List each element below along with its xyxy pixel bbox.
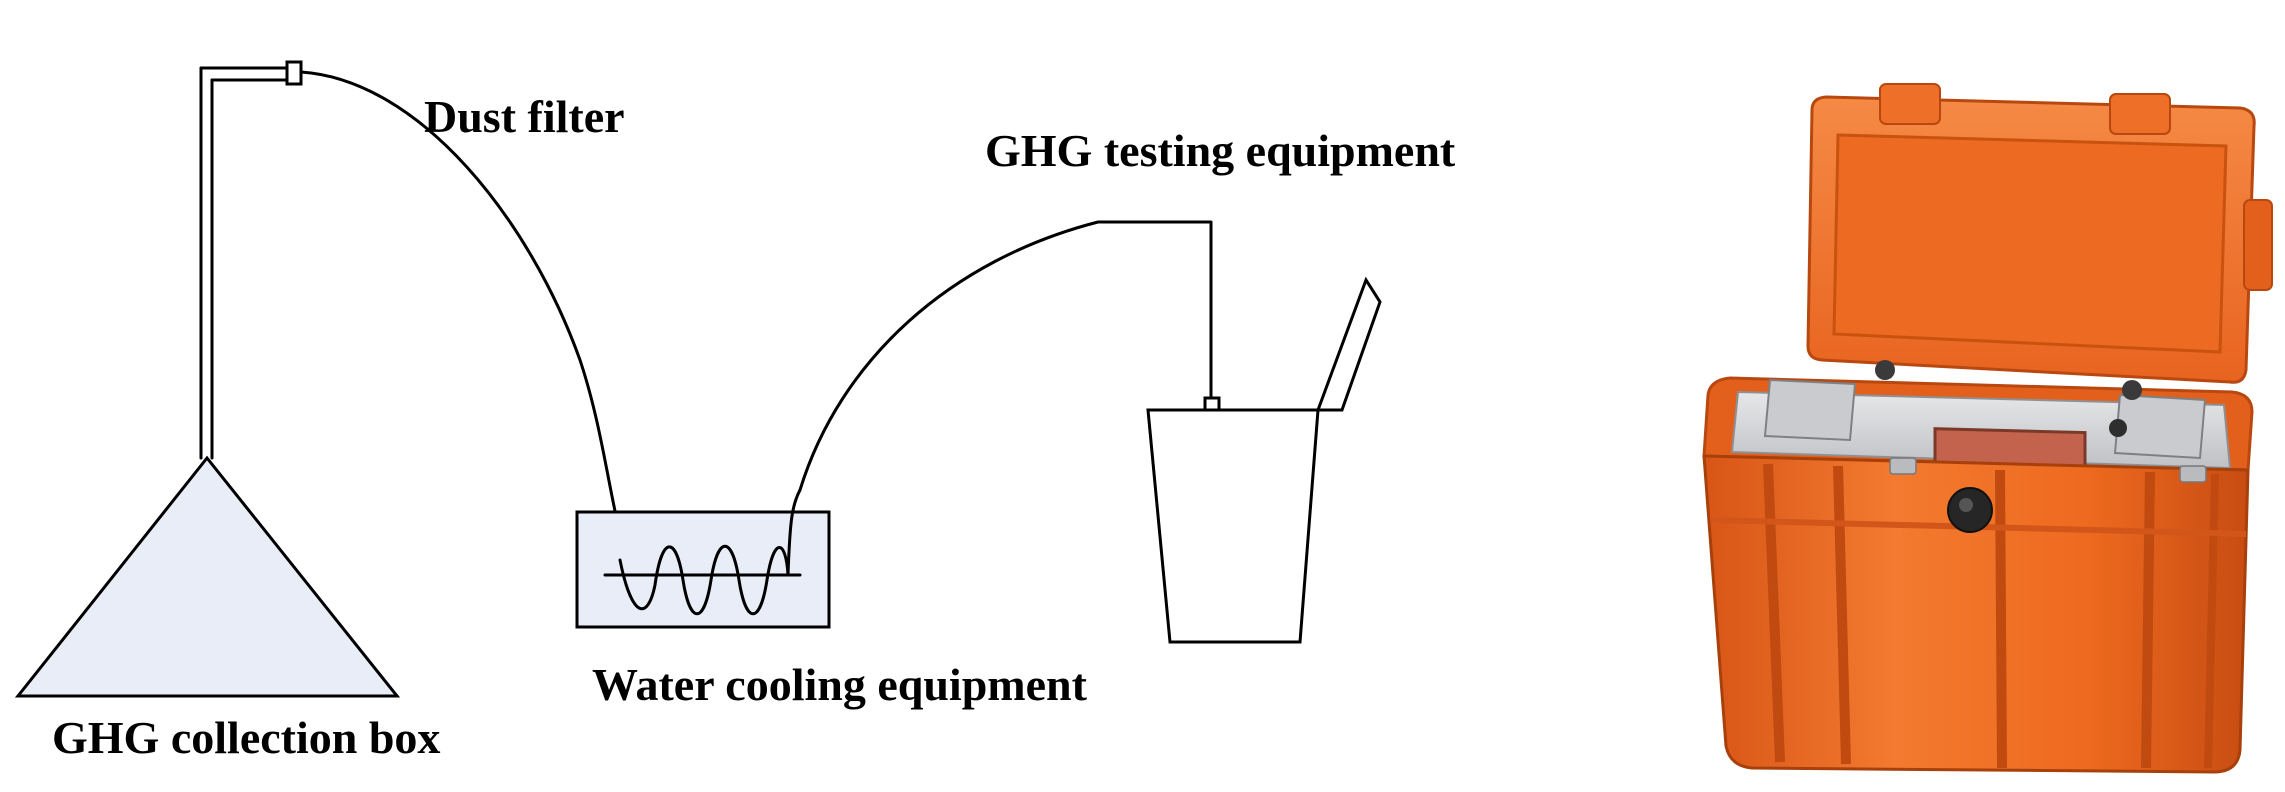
- lid-side-hinge: [2243, 199, 2273, 291]
- pressure-valve-highlight: [1959, 498, 1973, 512]
- case-rib-4: [2141, 471, 2155, 769]
- lid-latch-right: [2109, 93, 2171, 135]
- testing-equipment-body: [1146, 408, 1320, 644]
- case-latch-right: [2179, 465, 2207, 483]
- lid-latch-left: [1879, 83, 1941, 125]
- dust-filter-connector: [285, 60, 303, 86]
- case-rib-1: [1763, 463, 1785, 763]
- case-lid-inner: [1832, 133, 2228, 354]
- cooling-equipment-group: [575, 488, 831, 629]
- collection-box-label: GHG collection box: [52, 712, 440, 763]
- case-rib-5: [2204, 473, 2219, 769]
- collection-box-group: [14, 66, 401, 698]
- dust-filter-label: Dust filter: [424, 91, 625, 142]
- testing-equipment-group: [1146, 276, 1382, 644]
- collection-box-cone: [14, 455, 401, 698]
- testing-inlet-connector: [1203, 396, 1221, 412]
- panel-knob-right: [2122, 380, 2142, 400]
- case-latch: [1889, 457, 1917, 475]
- cooling-coil: [618, 488, 802, 615]
- panel-port: [2109, 419, 2127, 437]
- instrument-photo: [1702, 83, 2273, 774]
- case-rib-3: [1995, 469, 2007, 769]
- cooling-to-testing-tube: [798, 220, 1213, 492]
- testing-equipment-label: GHG testing equipment: [985, 125, 1456, 176]
- panel-handle-left: [1763, 378, 1857, 442]
- cooling-equipment-label: Water cooling equipment: [592, 659, 1088, 710]
- panel-knob-left: [1875, 360, 1895, 380]
- case-rib-2: [1833, 465, 1851, 765]
- panel-handle-right: [2113, 393, 2207, 460]
- testing-equipment-lid: [1315, 276, 1382, 412]
